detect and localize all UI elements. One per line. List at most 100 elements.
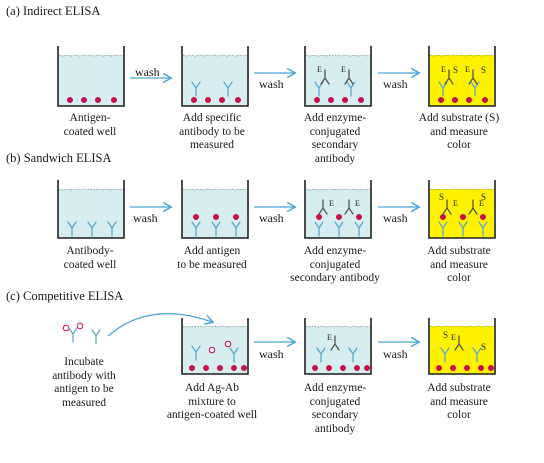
well-c2-surface bbox=[182, 325, 248, 328]
enzyme-b3-2: E bbox=[355, 199, 360, 208]
well-b3-liquid bbox=[306, 189, 370, 238]
enzyme-a3-2: E bbox=[341, 65, 346, 74]
wash-label-a3: wash bbox=[383, 77, 408, 91]
primary-antibody-a3-2 bbox=[346, 81, 356, 97]
well-a3-wall bbox=[304, 46, 372, 107]
coated-antigen-c4-5 bbox=[488, 365, 495, 372]
capture-antibody-b4-3 bbox=[478, 221, 488, 237]
wash-label-b3: wash bbox=[383, 211, 408, 225]
well-a4 bbox=[428, 46, 496, 107]
well-b3-surface bbox=[305, 188, 371, 191]
section-title-indirect-elisa: (a) Indirect ELISA bbox=[6, 4, 101, 18]
enzyme-b4-1: E bbox=[453, 199, 458, 208]
capture-antibody-b4-2 bbox=[458, 221, 468, 237]
coated-antigen-c3-3 bbox=[340, 365, 347, 372]
antigen-a3-2 bbox=[328, 96, 335, 103]
free-antigen-c1-1 bbox=[62, 324, 70, 332]
detection-antibody-b4-2 bbox=[468, 199, 478, 215]
bound-antibody-c3-1 bbox=[316, 347, 326, 363]
wash-label-c1: wash bbox=[259, 347, 284, 361]
antigen-b3-2 bbox=[336, 213, 343, 220]
enzyme-a4-2: E bbox=[465, 65, 470, 74]
enzyme-a4-1: E bbox=[441, 65, 446, 74]
substrate-c4-2: S bbox=[481, 342, 486, 352]
wash-label-b2: wash bbox=[259, 211, 284, 225]
well-c4-wall bbox=[428, 318, 496, 375]
mixture-antigen-c2-2 bbox=[224, 340, 232, 348]
well-a1-surface bbox=[58, 54, 124, 57]
section-title-competitive-elisa: (c) Competitive ELISA bbox=[6, 289, 124, 303]
well-a1-wall bbox=[57, 46, 125, 107]
capture-antibody-b3-2 bbox=[334, 221, 344, 237]
secondary-antibody-a3-1 bbox=[320, 69, 330, 85]
secondary-antibody-c3 bbox=[330, 335, 340, 351]
antigen-a2-4 bbox=[234, 96, 241, 103]
capture-antibody-b4-1 bbox=[438, 221, 448, 237]
arrow-c-curved bbox=[107, 313, 212, 337]
well-c3-surface bbox=[305, 325, 371, 328]
enzyme-b4-2: E bbox=[479, 199, 484, 208]
well-a4-surface bbox=[429, 54, 495, 57]
bound-antibody-c4-1 bbox=[440, 347, 450, 363]
well-b4-wall bbox=[428, 180, 496, 239]
antigen-a4-1 bbox=[438, 96, 445, 103]
caption-b1: Antibody-coated well bbox=[63, 245, 117, 271]
primary-antibody-a4-2 bbox=[470, 81, 480, 97]
coated-antigen-c4-1 bbox=[436, 365, 443, 372]
mixture-antibody-c2-2 bbox=[229, 347, 239, 363]
well-a2-surface bbox=[182, 54, 248, 57]
substrate-a4-1: S bbox=[453, 65, 458, 75]
free-antibody-c1-1 bbox=[68, 327, 78, 343]
well-a2 bbox=[181, 46, 249, 107]
well-c3-wall bbox=[304, 318, 372, 375]
well-c2-wall bbox=[181, 318, 249, 375]
bound-antibody-c4-2 bbox=[472, 347, 482, 363]
secondary-antibody-a3-2 bbox=[344, 69, 354, 85]
mixture-antigen-c2-1 bbox=[208, 346, 216, 354]
antigen-a1-2 bbox=[80, 96, 87, 103]
coated-antigen-c4-4 bbox=[478, 365, 485, 372]
coated-antigen-c3-5 bbox=[364, 365, 371, 372]
capture-antibody-b2-1 bbox=[191, 221, 201, 237]
primary-antibody-a2-1 bbox=[191, 81, 201, 97]
antigen-a2-2 bbox=[204, 96, 211, 103]
capture-antibody-b1-2 bbox=[87, 221, 97, 237]
coated-antigen-c2-1 bbox=[188, 365, 195, 372]
well-b3-wall bbox=[304, 180, 372, 239]
well-b1-surface bbox=[58, 188, 124, 191]
well-b4 bbox=[428, 180, 496, 239]
secondary-antibody-a4-2 bbox=[468, 69, 478, 85]
capture-antibody-b2-3 bbox=[231, 221, 241, 237]
arrows-layer bbox=[107, 73, 418, 342]
enzyme-b3-1: E bbox=[329, 199, 334, 208]
coated-antigen-c2-4 bbox=[230, 365, 237, 372]
antigen-b4-2 bbox=[460, 213, 467, 220]
coated-antigen-c3-2 bbox=[326, 365, 333, 372]
antigen-a1-3 bbox=[94, 96, 101, 103]
detection-antibody-b3-1 bbox=[318, 199, 328, 215]
coated-antigen-c3-1 bbox=[312, 365, 319, 372]
well-b4-surface bbox=[429, 188, 495, 191]
antigen-a4-2 bbox=[452, 96, 459, 103]
well-b2-surface bbox=[182, 188, 248, 191]
well-b1-liquid bbox=[59, 189, 123, 238]
substrate-b4-2: S bbox=[481, 192, 486, 202]
coated-antigen-c2-5 bbox=[240, 365, 247, 372]
enzyme-a3-1: E bbox=[317, 65, 322, 74]
antigen-a2-3 bbox=[218, 96, 225, 103]
secondary-antibody-a4-1 bbox=[444, 69, 454, 85]
wash-label-c2: wash bbox=[383, 347, 408, 361]
antigen-a4-4 bbox=[482, 96, 489, 103]
antigen-a2-1 bbox=[190, 96, 197, 103]
well-b2-liquid bbox=[183, 189, 247, 238]
capture-antibody-b3-1 bbox=[314, 221, 324, 237]
